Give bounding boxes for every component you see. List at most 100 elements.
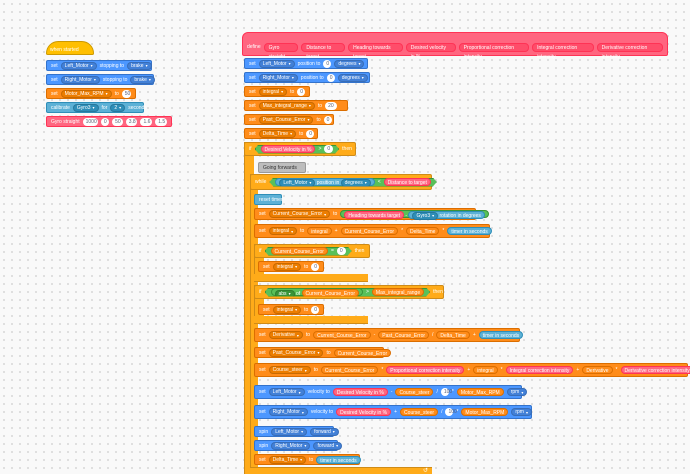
variable-reporter[interactable]: integral: [473, 366, 498, 374]
while-position-block[interactable]: while Left_Motor position in degrees < D…: [250, 174, 432, 190]
sensor-dropdown[interactable]: Gyro3: [412, 212, 439, 220]
param-derivative[interactable]: Derivative correction intensity: [596, 42, 663, 60]
variable-reporter[interactable]: Course_steer: [400, 408, 439, 416]
spin-left-motor-block[interactable]: spin Left_Motor forward: [254, 426, 339, 437]
variable-reporter[interactable]: Motor_Max_RPM: [456, 388, 504, 396]
param-reporter[interactable]: Integral correction intensity: [505, 366, 574, 374]
motor-dropdown[interactable]: Left_Motor: [258, 59, 295, 68]
arg-input[interactable]: 1.6: [140, 117, 153, 126]
variable-reporter[interactable]: Course_steer: [395, 388, 434, 396]
variable-dropdown[interactable]: integral: [258, 87, 288, 96]
set-left-motor-stopping-block[interactable]: set Left_Motor stopping to brake: [46, 60, 152, 71]
set-integral-accumulate-block[interactable]: set integral to integral + Current_Cours…: [254, 224, 492, 238]
variable-reporter[interactable]: Motor_Max_RPM: [461, 408, 509, 416]
direction-dropdown[interactable]: forward: [313, 441, 343, 450]
set-integral-zero-block[interactable]: set integral to 0: [258, 304, 324, 315]
param-reporter[interactable]: Desired Velocity in %: [332, 388, 388, 396]
motor-dropdown[interactable]: Left_Motor: [271, 427, 308, 436]
abs-reporter[interactable]: abs of Current_Course_Error: [271, 288, 364, 296]
reset-timer-block[interactable]: reset timer: [254, 194, 283, 205]
if-abs-range-block[interactable]: if abs of Current_Course_Error > Max_int…: [254, 285, 444, 299]
value-input[interactable]: 20: [325, 101, 337, 110]
motor-position-reporter[interactable]: Left_Motor position in degrees: [275, 178, 374, 186]
arg-input[interactable]: 0: [100, 117, 110, 126]
param-reporter[interactable]: Distance to target: [384, 178, 431, 186]
arg-input[interactable]: 1.5: [155, 117, 167, 126]
set-delta-time-block[interactable]: set Delta_Time to 0: [244, 128, 318, 139]
set-right-motor-stopping-block[interactable]: set Right_Motor stopping to brake: [46, 74, 155, 85]
variable-dropdown[interactable]: Course_steer: [268, 366, 311, 374]
arg-input[interactable]: 3.8: [125, 117, 138, 126]
param-reporter[interactable]: Proportional correction intensity: [386, 366, 465, 374]
value-input[interactable]: 0: [337, 247, 346, 255]
param-proportional[interactable]: Proportional correction intensity: [458, 42, 530, 60]
param-reporter[interactable]: Heading towards target: [344, 211, 405, 219]
set-past-course-error-block[interactable]: set Past_Course_Error to 0: [244, 114, 334, 125]
gyro-straight-call-block[interactable]: Gyro straight 1000 0 50 3.8 1.6 1.5: [46, 116, 172, 127]
unit-dropdown[interactable]: degrees: [337, 73, 368, 82]
timer-reporter[interactable]: timer in seconds: [316, 455, 361, 464]
motor-dropdown[interactable]: Right_Motor: [60, 75, 100, 84]
when-started-hat-block[interactable]: when started: [46, 41, 94, 55]
set-integral-block[interactable]: set integral to 0: [244, 86, 310, 97]
value-input[interactable]: 50: [121, 89, 131, 98]
set-integral-zero-block[interactable]: set integral to 0: [258, 261, 324, 272]
value-input[interactable]: 0: [323, 59, 332, 68]
gyro-reporter[interactable]: Gyro3 rotation in degrees: [408, 211, 485, 220]
param-reporter[interactable]: Derivative correction intensity: [620, 366, 690, 374]
value-input[interactable]: 100: [440, 388, 452, 396]
motor-dropdown[interactable]: Right_Motor: [258, 73, 298, 82]
timer-reporter[interactable]: timer in seconds: [478, 331, 524, 339]
param-reporter[interactable]: Desired Velocity in %: [336, 408, 392, 416]
variable-reporter[interactable]: Current_Course_Error: [340, 227, 399, 235]
variable-reporter[interactable]: Max_integral_range: [372, 288, 424, 296]
if-velocity-block[interactable]: if Desired Velocity in % > 0 then: [244, 142, 356, 156]
calibrate-gyro-block[interactable]: calibrate Gyro3 for 2 seconds: [46, 102, 147, 113]
variable-reporter[interactable]: Current_Course_Error: [333, 348, 392, 357]
variable-dropdown[interactable]: Derivative: [268, 331, 303, 339]
unit-dropdown[interactable]: rpm: [506, 388, 528, 396]
set-delta-time-timer-block[interactable]: set Delta_Time to timer in seconds: [254, 454, 361, 465]
set-derivative-block[interactable]: set Derivative to Current_Course_Error -…: [254, 328, 524, 342]
seconds-dropdown[interactable]: 2: [110, 103, 126, 112]
mode-dropdown[interactable]: brake: [127, 61, 152, 70]
spin-right-motor-block[interactable]: spin Right_Motor forward: [254, 440, 343, 451]
value-input[interactable]: 0: [324, 145, 333, 153]
variable-reporter[interactable]: Derivative: [582, 366, 613, 374]
variable-dropdown[interactable]: Delta_Time: [268, 455, 307, 464]
timer-reporter[interactable]: timer in seconds: [447, 227, 492, 235]
param-reporter[interactable]: Desired Velocity in %: [261, 145, 316, 153]
comment-block[interactable]: Going forwards: [258, 162, 306, 173]
param-integral[interactable]: Integral correction intensity: [532, 42, 594, 60]
define-gyro-straight-block[interactable]: define Gyro straight Distance to target …: [242, 32, 668, 60]
set-current-course-error-block[interactable]: set Current_Course_Error to Heading towa…: [254, 208, 489, 220]
unit-dropdown[interactable]: degrees: [341, 179, 371, 187]
variable-dropdown[interactable]: Motor_Max_RPM: [60, 89, 112, 98]
variable-reporter[interactable]: Current_Course_Error: [271, 247, 328, 255]
value-input[interactable]: 0: [326, 73, 335, 82]
variable-dropdown[interactable]: Past_Course_Error: [268, 348, 324, 357]
variable-reporter[interactable]: integral: [307, 227, 332, 235]
unit-dropdown[interactable]: degrees: [334, 59, 365, 68]
set-left-motor-position-block[interactable]: set Left_Motor position to 0 degrees: [244, 58, 368, 69]
subtract-reporter[interactable]: Heading towards target - Gyro3 rotation …: [340, 210, 489, 220]
variable-reporter[interactable]: Past_Course_Error: [378, 331, 430, 339]
motor-dropdown[interactable]: Left_Motor: [279, 179, 315, 187]
set-course-steer-block[interactable]: set Course_steer to Current_Course_Error…: [254, 363, 690, 377]
motor-dropdown[interactable]: Right_Motor: [268, 408, 308, 416]
param-velocity[interactable]: Desired velocity in %: [405, 42, 456, 60]
set-max-integral-range-block[interactable]: set Max_integral_range to 20: [244, 100, 348, 111]
function-dropdown[interactable]: abs: [275, 290, 295, 298]
variable-dropdown[interactable]: integral: [272, 262, 302, 271]
param-heading[interactable]: Heading towards target: [348, 42, 403, 60]
variable-reporter[interactable]: Current_Course_Error: [302, 289, 359, 297]
set-past-error-current-block[interactable]: set Past_Course_Error to Current_Course_…: [254, 347, 392, 358]
value-input[interactable]: 0: [311, 305, 320, 314]
arg-input[interactable]: 1000: [82, 117, 98, 126]
compare-greater[interactable]: abs of Current_Course_Error > Max_integr…: [265, 288, 431, 297]
value-input[interactable]: 100: [445, 408, 457, 416]
variable-dropdown[interactable]: integral: [268, 227, 298, 235]
variable-reporter[interactable]: Delta_Time: [436, 331, 470, 339]
arg-input[interactable]: 50: [112, 117, 123, 126]
motor-dropdown[interactable]: Left_Motor: [268, 388, 305, 396]
